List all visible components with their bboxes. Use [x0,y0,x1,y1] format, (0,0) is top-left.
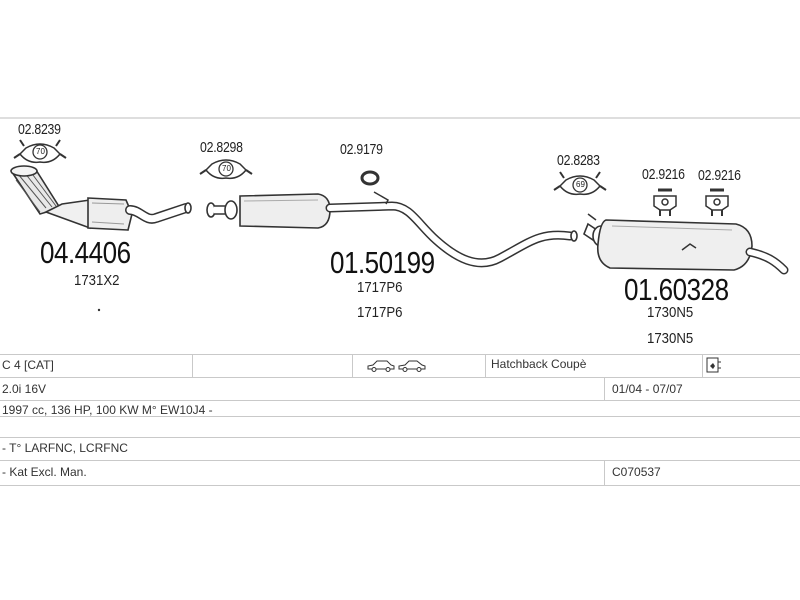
oe-code: 1730N5 [647,330,694,347]
oe-code: 1717P6 [357,304,403,321]
rear-silencer-part [583,213,789,275]
part-number[interactable]: 04.4406 [40,235,131,270]
catalog-code: C070537 [612,465,661,479]
part-ref-label[interactable]: 02.8283 [557,152,600,169]
col-divider [192,354,193,377]
row-divider [0,485,800,486]
part-number[interactable]: 01.50199 [330,245,435,280]
col-divider [604,460,605,485]
clamp-icon [199,159,253,180]
col-divider [702,354,703,377]
car-icon [367,360,395,372]
clamp-badge: 69 [576,180,585,189]
middle-silencer-part [206,191,578,268]
part-ref-label[interactable]: 02.8298 [200,139,243,156]
oe-code: 1731X2 [74,272,120,289]
vehicle-notes: - Kat Excl. Man. [2,465,87,479]
document-icon[interactable] [706,357,722,374]
col-divider [604,377,605,400]
vehicle-model: C 4 [CAT] [2,358,54,372]
production-years: 01/04 - 07/07 [612,382,683,396]
row-divider [0,437,800,438]
catalyst-pipe-part [10,165,192,231]
part-ref-label[interactable]: 02.8239 [18,121,61,138]
col-divider [485,354,486,377]
vehicle-notes: - T° LARFNC, LCRFNC [2,441,128,455]
clamp-icon [553,171,607,196]
clamp-icon [13,139,67,164]
clamp-badge: 70 [222,164,231,173]
row-divider [0,377,800,378]
part-ref-label[interactable]: 02.9216 [698,167,741,184]
part-ref-label[interactable]: 02.9179 [340,141,383,158]
part-ref-label[interactable]: 02.9216 [642,166,685,183]
exhaust-diagram [0,117,800,312]
rubber-hanger-icon [705,188,729,216]
engine-label: 2.0i 16V [2,382,47,396]
oe-code: 1717P6 [357,279,403,296]
row-divider [0,416,800,417]
row-divider [0,354,800,355]
part-number[interactable]: 01.60328 [624,272,729,307]
vehicle-body: Hatchback Coupè [491,357,587,371]
car-icon [398,360,426,372]
ring-icon [360,170,380,186]
engine-specs: 1997 cc, 136 HP, 100 KW M° EW10J4 - [2,403,213,417]
clamp-badge: 70 [36,147,45,156]
col-divider [352,354,353,377]
oe-code: 1730N5 [647,304,694,321]
row-divider [0,460,800,461]
rubber-hanger-icon [653,188,677,216]
row-divider [0,400,800,401]
